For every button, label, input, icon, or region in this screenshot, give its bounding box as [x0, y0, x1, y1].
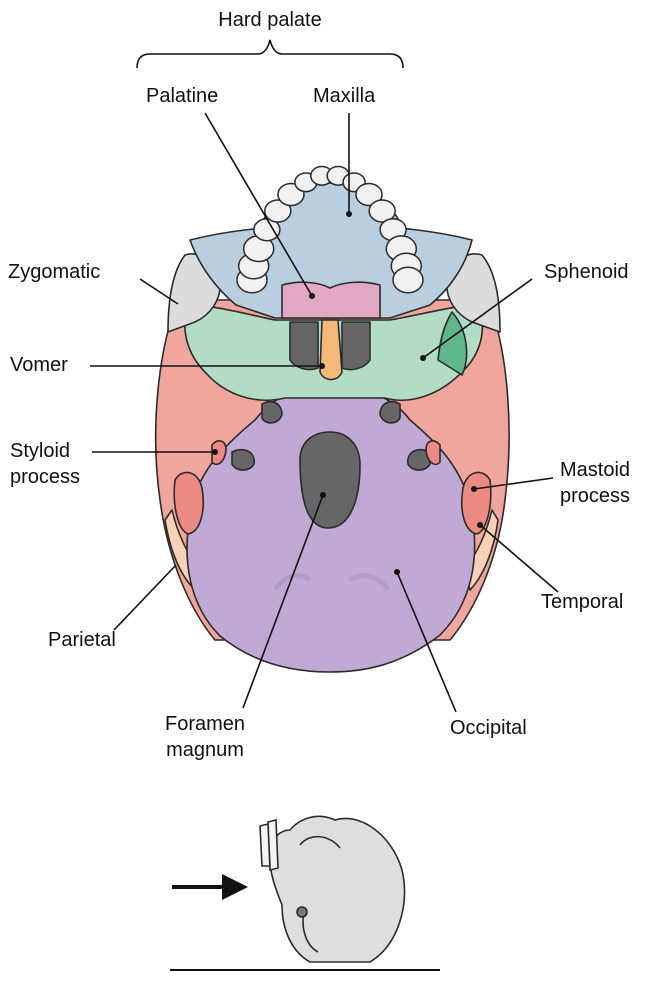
tooth	[393, 267, 423, 293]
mastoid-process-label-line2: process	[560, 484, 630, 508]
styloid-dot	[212, 449, 218, 455]
occipital-label: Occipital	[450, 716, 527, 740]
palatine-dot	[309, 293, 315, 299]
jugular-foramen-left	[232, 450, 254, 470]
foramen-lacerum-right	[380, 402, 400, 423]
foramen-magnum-dot	[320, 492, 326, 498]
palatine-bone	[282, 282, 380, 318]
skull-side-view-icon	[260, 816, 404, 962]
palatine-label: Palatine	[146, 84, 218, 108]
side-skull-teeth	[260, 820, 278, 870]
skull-base	[156, 183, 509, 672]
vomer-label: Vomer	[10, 353, 68, 377]
choana-left	[290, 322, 318, 370]
parietal-leader	[114, 565, 176, 630]
foramen-lacerum-left	[262, 402, 282, 423]
sphenoid-dot	[420, 355, 426, 361]
mastoid-dot	[471, 486, 477, 492]
foramen-magnum-label-line2: magnum	[150, 738, 260, 762]
hard-palate-bracket	[137, 40, 403, 68]
vomer-bone	[320, 320, 342, 380]
sphenoid-label: Sphenoid	[544, 260, 629, 284]
styloid-process-label-line1: Styloid	[10, 439, 70, 463]
side-skull-cranium	[270, 816, 405, 962]
maxilla-label: Maxilla	[313, 84, 375, 108]
temporal-dot	[477, 522, 483, 528]
vomer-dot	[319, 363, 325, 369]
mastoid-process-label-line1: Mastoid	[560, 458, 630, 482]
maxilla-dot	[346, 211, 352, 217]
hard-palate-label: Hard palate	[195, 8, 345, 32]
temporal-label: Temporal	[541, 590, 623, 614]
choana-right	[342, 322, 370, 370]
occipital-dot	[394, 569, 400, 575]
right-arrow-icon	[172, 874, 248, 900]
foramen-magnum	[300, 432, 360, 528]
styloid-process-label-line2: process	[10, 465, 80, 489]
side-skull-foramen	[297, 907, 307, 917]
foramen-magnum-label-line1: Foramen	[150, 712, 260, 736]
zygomatic-label: Zygomatic	[8, 260, 100, 284]
parietal-label: Parietal	[48, 628, 116, 652]
